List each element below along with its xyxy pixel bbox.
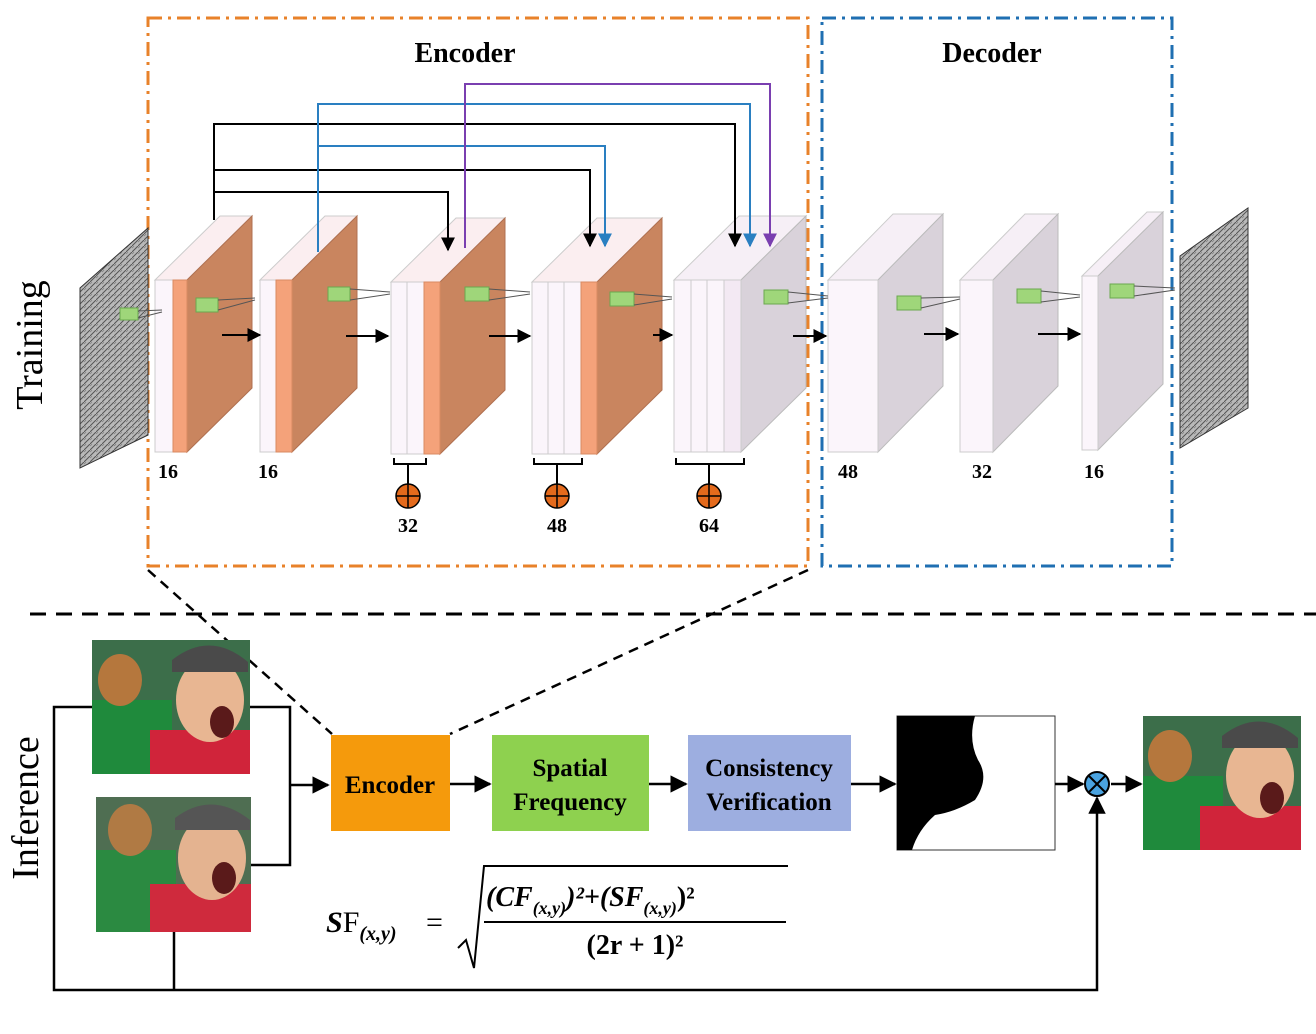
decoder-layer-label-1: 48 (838, 461, 858, 483)
plus-icon (696, 483, 722, 509)
consistency-verification-label-line2: Verification (706, 789, 832, 816)
dense-layer-label-3: 64 (699, 515, 719, 537)
plus-icon (395, 483, 421, 509)
dense-layer-label-1: 32 (398, 515, 418, 537)
multiply-icon (1084, 771, 1110, 797)
consistency-verification-box (688, 735, 851, 831)
formula-equals: = (426, 906, 443, 939)
dense-block-1 (389, 216, 507, 456)
encoder-title: Encoder (414, 38, 515, 69)
kernel-icons (119, 283, 1135, 321)
spatial-frequency-label-line2: Frequency (513, 789, 627, 816)
kernel-fan-lines (137, 285, 1176, 319)
encoder-region (146, 16, 810, 568)
inference-input-photo-2 (96, 797, 251, 932)
plus-icon (544, 483, 570, 509)
encoder-layer-label-1: 16 (158, 461, 178, 483)
formula-num-mid: )²+(SF (563, 882, 644, 913)
formula-sqrt (457, 865, 788, 969)
formula-denominator: (2r + 1)² (587, 930, 684, 961)
inference-input-photo-1 (92, 640, 250, 774)
encoder-box (331, 735, 450, 831)
dense-block-3 (672, 214, 808, 454)
skip-connections-blue (317, 103, 757, 252)
svg-text:SF(x,y): SF(x,y) (326, 906, 397, 945)
spatial-frequency-box (492, 735, 649, 831)
skip-connections-black (213, 123, 742, 252)
forward-arrows (222, 327, 1082, 343)
training-label: Training (9, 280, 51, 410)
decision-map (896, 715, 1056, 851)
formula-lhs-f: F (343, 906, 360, 939)
decoder-layer-label-2: 32 (972, 461, 992, 483)
inference-output-photo (1143, 716, 1301, 850)
formula-num-end: )² (677, 882, 695, 913)
training-output-image (1179, 207, 1249, 449)
concat-bracket-3 (675, 458, 745, 484)
decoder-layer-label-3: 16 (1084, 461, 1104, 483)
concat-bracket-2 (533, 458, 583, 484)
formula-lhs-sub: (x,y) (359, 923, 396, 945)
spatial-frequency-formula: SF(x,y) = (CF(x,y))²+(SF(x,y))² (2r + 1)… (326, 865, 788, 969)
inference-label: Inference (5, 736, 47, 879)
zoom-line-right (449, 568, 809, 736)
dense-block-2 (530, 216, 664, 456)
formula-lhs-s: S (326, 906, 343, 939)
encoder-box-label: Encoder (345, 772, 435, 799)
input-wiring (52, 705, 1106, 992)
decoder-block-1 (826, 212, 945, 454)
formula-num-sub1: (x,y) (533, 898, 566, 919)
encoder-block-1 (153, 214, 254, 454)
dense-layer-label-2: 48 (547, 515, 567, 537)
consistency-verification-label-line1: Consistency (705, 755, 833, 782)
decoder-block-3 (1080, 210, 1165, 452)
training-input-image (79, 226, 149, 469)
encoder-block-2 (258, 214, 359, 454)
concat-bracket-1 (393, 458, 427, 484)
skip-connections-purple (464, 83, 777, 248)
formula-num-cf: (CF (486, 882, 533, 913)
decoder-block-2 (958, 212, 1060, 454)
decoder-region (820, 16, 1174, 568)
svg-text:(CF(x,y))²+(SF(x,y))²: (CF(x,y))²+(SF(x,y))² (486, 882, 695, 919)
decoder-title: Decoder (942, 38, 1042, 69)
encoder-layer-label-2: 16 (258, 461, 278, 483)
spatial-frequency-label-line1: Spatial (532, 755, 607, 782)
formula-num-sub2: (x,y) (643, 898, 676, 919)
